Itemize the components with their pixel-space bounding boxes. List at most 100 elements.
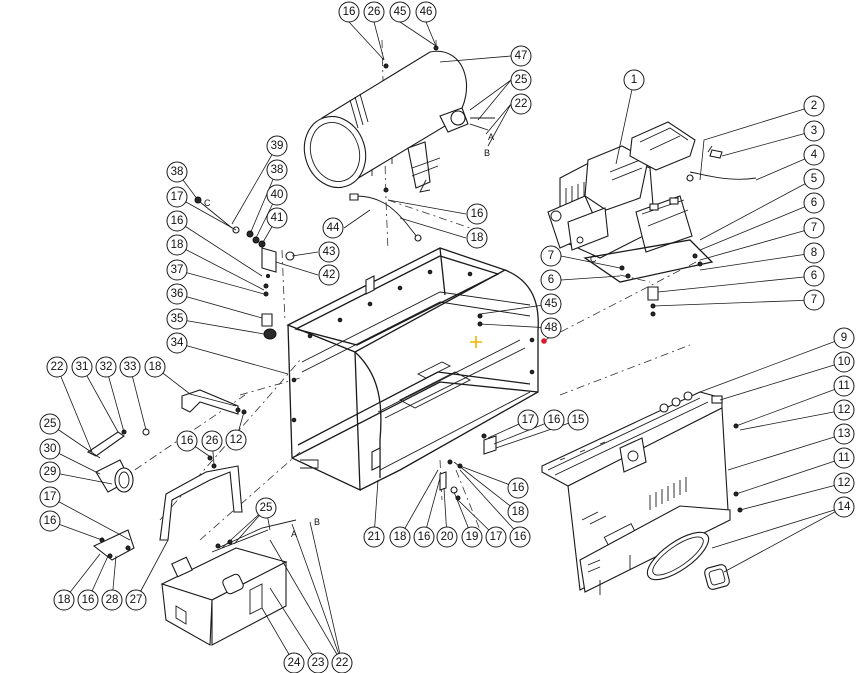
callout: 37 <box>166 259 188 281</box>
callout: 16 <box>166 210 188 232</box>
svg-text:2: 2 <box>811 100 817 112</box>
callout: 30 <box>39 438 61 460</box>
callout: 46 <box>415 1 437 23</box>
callout: 8 <box>803 242 825 264</box>
svg-text:16: 16 <box>418 531 431 543</box>
red-dot-marker <box>541 338 547 344</box>
tag-label: A <box>488 132 494 142</box>
svg-text:6: 6 <box>811 197 817 209</box>
callout: 18 <box>53 589 75 611</box>
callout: 28 <box>101 589 123 611</box>
callout: 12 <box>833 399 855 421</box>
callout: 19 <box>461 526 483 548</box>
svg-text:16: 16 <box>512 482 525 494</box>
svg-text:21: 21 <box>368 531 381 543</box>
callout: 18 <box>466 227 488 249</box>
svg-text:6: 6 <box>811 270 817 282</box>
callout: 31 <box>71 356 93 378</box>
svg-text:22: 22 <box>51 361 64 373</box>
callout: 17 <box>485 526 507 548</box>
callout: 36 <box>166 283 188 305</box>
svg-text:16: 16 <box>44 515 57 527</box>
callout: 10 <box>833 351 855 373</box>
svg-text:16: 16 <box>171 215 184 227</box>
svg-text:38: 38 <box>171 166 184 178</box>
svg-text:37: 37 <box>171 264 184 276</box>
callout: 7 <box>803 289 825 311</box>
svg-text:16: 16 <box>548 414 561 426</box>
svg-text:6: 6 <box>548 274 554 286</box>
callout: 41 <box>266 207 288 229</box>
svg-text:4: 4 <box>811 149 818 161</box>
svg-text:16: 16 <box>514 531 527 543</box>
tag-label: A <box>291 529 297 539</box>
svg-text:25: 25 <box>44 418 57 430</box>
hose-44 <box>349 193 422 242</box>
tag-label: B <box>314 517 320 527</box>
svg-text:18: 18 <box>149 361 162 373</box>
callout: 21 <box>363 526 385 548</box>
svg-text:17: 17 <box>490 531 503 543</box>
svg-text:17: 17 <box>44 491 57 503</box>
svg-text:35: 35 <box>171 313 184 325</box>
svg-text:15: 15 <box>572 414 585 426</box>
svg-text:11: 11 <box>838 380 850 392</box>
svg-text:9: 9 <box>841 332 847 344</box>
svg-text:27: 27 <box>130 594 143 606</box>
callout: 16 <box>543 409 565 431</box>
svg-text:22: 22 <box>515 98 528 110</box>
svg-text:10: 10 <box>838 356 851 368</box>
callout: 11 <box>833 447 855 469</box>
callout: 1 <box>623 69 645 91</box>
callout: 25 <box>255 497 277 519</box>
svg-text:1: 1 <box>631 74 637 86</box>
callout: 15 <box>567 409 589 431</box>
svg-text:38: 38 <box>271 164 284 176</box>
svg-text:44: 44 <box>327 222 340 234</box>
callout: 48 <box>540 317 562 339</box>
svg-text:43: 43 <box>323 246 336 258</box>
callout: 43 <box>318 241 340 263</box>
svg-text:36: 36 <box>171 288 184 300</box>
callout: 18 <box>144 356 166 378</box>
svg-text:25: 25 <box>260 502 273 514</box>
tank-assembly <box>303 50 495 193</box>
callout: 40 <box>266 184 288 206</box>
svg-text:12: 12 <box>230 434 243 446</box>
svg-text:16: 16 <box>82 594 95 606</box>
svg-text:29: 29 <box>44 466 57 478</box>
svg-text:20: 20 <box>441 531 454 543</box>
callout: 17 <box>166 186 188 208</box>
callout: 25 <box>39 413 61 435</box>
svg-text:42: 42 <box>323 269 336 281</box>
callout: 22 <box>331 652 353 673</box>
fuel-tank <box>160 519 297 646</box>
callout: 18 <box>507 501 529 523</box>
svg-text:18: 18 <box>512 506 525 518</box>
svg-text:18: 18 <box>471 232 484 244</box>
callout: 27 <box>125 589 147 611</box>
callout: 13 <box>833 423 855 445</box>
svg-text:33: 33 <box>124 361 137 373</box>
callout: 5 <box>803 168 825 190</box>
svg-text:34: 34 <box>171 337 184 349</box>
callout: 34 <box>166 332 188 354</box>
svg-text:7: 7 <box>548 250 554 262</box>
callout: 45 <box>540 293 562 315</box>
svg-text:18: 18 <box>394 531 407 543</box>
callout: 26 <box>201 430 223 452</box>
callout: 32 <box>95 356 117 378</box>
cursor-marker <box>470 336 482 348</box>
callout: 12 <box>225 429 247 451</box>
svg-text:18: 18 <box>171 239 184 251</box>
svg-text:11: 11 <box>838 452 850 464</box>
callout: 47 <box>510 45 532 67</box>
svg-text:16: 16 <box>471 208 484 220</box>
svg-text:31: 31 <box>76 361 89 373</box>
svg-text:8: 8 <box>811 247 817 259</box>
callout: 20 <box>436 526 458 548</box>
svg-text:14: 14 <box>838 501 851 513</box>
svg-text:17: 17 <box>522 414 535 426</box>
callout: 3 <box>803 120 825 142</box>
